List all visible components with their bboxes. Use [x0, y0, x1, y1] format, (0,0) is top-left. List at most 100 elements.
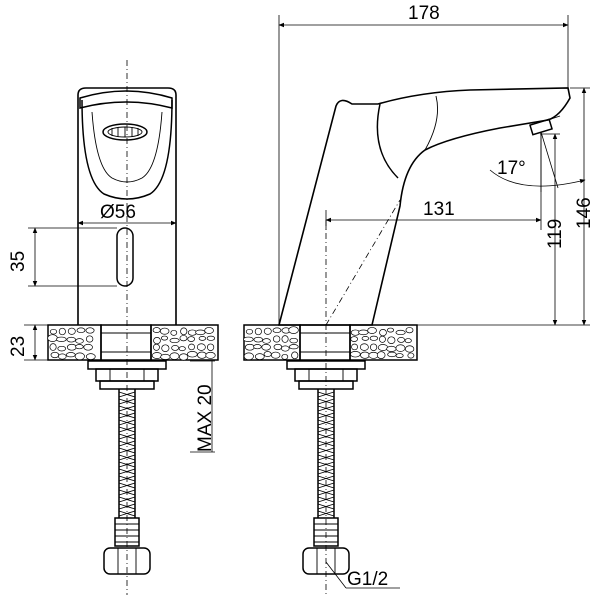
side-fixing-nut [286, 360, 366, 390]
stone-texture [75, 344, 84, 350]
outlet-height-label: 119 [545, 219, 566, 249]
stone-texture [273, 343, 283, 351]
braid-strand [118, 510, 136, 517]
stone-texture [245, 328, 254, 335]
stone-texture [376, 351, 386, 359]
braid-strand [317, 475, 335, 482]
side-countertop [243, 324, 418, 361]
sensor-window-icon [116, 227, 134, 287]
braid-strand [317, 412, 335, 419]
stone-texture [350, 336, 359, 342]
stone-texture [198, 336, 207, 341]
stone-texture [85, 335, 94, 343]
stone-texture [387, 336, 396, 344]
braid-strand [317, 482, 335, 489]
stone-texture [160, 353, 171, 360]
braid-strand [317, 447, 335, 454]
braid-strand [317, 419, 335, 426]
stone-texture [360, 351, 370, 359]
stone-texture [153, 343, 160, 351]
braid-strand [118, 475, 136, 482]
braid-strand [317, 454, 335, 461]
braid-strand [118, 489, 136, 496]
side-body-inner [424, 95, 439, 151]
stone-texture [196, 343, 206, 351]
stone-texture [83, 343, 93, 351]
side-body [277, 87, 571, 326]
side-braided-hose [317, 389, 335, 518]
aerator-icon [102, 123, 148, 141]
stone-texture [358, 329, 369, 336]
braid-strand [317, 398, 335, 405]
braid-strand [317, 510, 335, 517]
stone-texture [386, 345, 397, 352]
stone-texture [254, 327, 262, 336]
stone-texture [281, 345, 290, 352]
stone-texture [291, 351, 299, 360]
stone-texture [56, 336, 67, 342]
braid-strand [118, 454, 136, 461]
stone-texture [289, 337, 299, 344]
stone-texture [159, 327, 170, 335]
total-height-label: 146 [574, 197, 595, 229]
stone-texture [205, 351, 216, 359]
stone-texture [262, 338, 271, 344]
stone-texture [206, 343, 215, 351]
counter-thickness-label: 23 [8, 336, 29, 357]
stone-texture [58, 353, 67, 360]
stone-texture [85, 327, 95, 334]
stone-texture [179, 353, 189, 361]
stone-texture [254, 353, 265, 360]
stone-texture [253, 344, 262, 350]
stone-texture [169, 352, 180, 360]
braid-strand [118, 391, 136, 398]
stone-texture [243, 352, 254, 361]
stone-texture [407, 352, 415, 359]
stone-texture [281, 353, 289, 360]
braid-strand [317, 468, 335, 475]
braid-strand [118, 440, 136, 447]
stone-texture [49, 328, 58, 335]
stone-texture [195, 329, 206, 336]
stone-texture [50, 351, 60, 359]
thread-leader [325, 561, 347, 589]
stone-texture [152, 327, 161, 333]
stone-texture [395, 344, 406, 352]
diameter-label: Ø56 [100, 202, 136, 223]
overall-length-label: 178 [408, 3, 440, 24]
stone-texture [350, 351, 361, 358]
stone-texture [180, 327, 188, 336]
stone-texture [57, 345, 67, 352]
side-spout-curve [376, 103, 399, 179]
stone-texture [379, 329, 387, 337]
braid-strand [317, 405, 335, 412]
braid-strand [118, 461, 136, 468]
max-label: MAX 20 [195, 384, 216, 452]
stone-texture [171, 345, 180, 351]
braid-strand [118, 496, 136, 503]
stone-texture [188, 343, 195, 351]
braid-strand [118, 419, 136, 426]
angle-arc [489, 169, 586, 187]
stone-texture [75, 338, 84, 344]
stone-texture [368, 351, 379, 359]
stone-texture [197, 351, 207, 359]
stone-texture [261, 343, 271, 351]
braid-strand [317, 391, 335, 398]
front-fixing-nut [87, 360, 167, 390]
stone-texture [272, 335, 281, 343]
stone-texture [263, 327, 272, 335]
braid-strand [118, 447, 136, 454]
braid-strand [317, 503, 335, 510]
braided-hose-icon [118, 389, 136, 518]
braid-strand [118, 503, 136, 510]
braid-strand [118, 426, 136, 433]
stone-texture [270, 351, 281, 359]
stone-texture [369, 343, 378, 351]
braid-strand [317, 461, 335, 468]
stone-texture [178, 346, 186, 352]
stone-texture [66, 336, 76, 343]
stone-texture [49, 343, 57, 351]
stone-texture [288, 344, 299, 350]
